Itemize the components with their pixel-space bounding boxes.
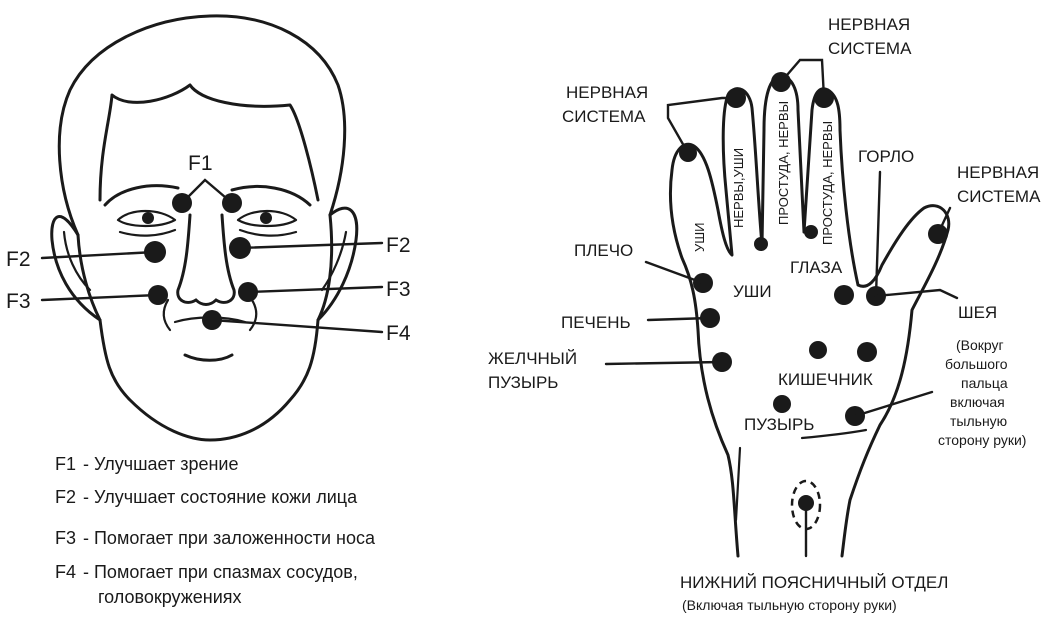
hair-outline	[57, 14, 347, 237]
face-legend: F1 - Улучшает зрение F2 - Улучшает состо…	[55, 454, 376, 607]
f3-right-label: F3	[386, 278, 411, 301]
f1-point-left	[172, 193, 192, 213]
left-eyebrow	[103, 184, 180, 207]
right-pupil	[260, 212, 272, 224]
point-eyes	[834, 285, 854, 305]
legend-f1-text: - Улучшает зрение	[83, 454, 239, 474]
around-thumb-label-3: пальца	[961, 375, 1008, 391]
throat-leader	[874, 170, 882, 298]
around-thumb-leader	[853, 390, 934, 418]
around-thumb-label-1: (Вокруг	[956, 337, 1004, 353]
legend-f4-text: - Помогает при спазмах сосудов,	[83, 562, 358, 582]
legend-f3-code: F3	[55, 528, 76, 548]
wrist-left-line	[734, 446, 742, 522]
f3-left-point	[148, 285, 168, 305]
neck-label: ШЕЯ	[958, 303, 997, 322]
f3-left-leader	[40, 293, 160, 302]
legend-f3-text: - Помогает при заложенности носа	[83, 528, 376, 548]
ears-palm-label: УШИ	[733, 282, 772, 301]
head-outline	[76, 213, 334, 442]
neck-leader	[874, 288, 959, 300]
nerve-top-label-2: СИСТЕМА	[828, 39, 912, 58]
legend-f2-code: F2	[55, 487, 76, 507]
f4-label: F4	[386, 322, 411, 345]
gallbladder-label-2: ПУЗЫРЬ	[488, 373, 558, 392]
wrist-crease	[800, 428, 868, 440]
around-thumb-label-6: сторону руки)	[938, 432, 1026, 448]
nerve-left-label-2: СИСТЕМА	[562, 107, 646, 126]
f2-right-label: F2	[386, 234, 411, 257]
middle-finger-label: ПРОСТУДА, НЕРВЫ	[776, 101, 791, 225]
nerve-left-leader	[666, 96, 738, 155]
bladder-label: ПУЗЫРЬ	[744, 415, 814, 434]
point-middle-base	[804, 225, 818, 239]
left-ear-inner	[62, 230, 92, 292]
f3-right-leader	[246, 285, 384, 294]
gallbladder-leader	[604, 360, 724, 366]
f2-left-leader	[40, 250, 157, 260]
right-ear	[316, 206, 359, 322]
around-thumb-label-2: большого	[945, 356, 1008, 372]
f2-left-label: F2	[6, 248, 31, 271]
nerve-top-leader	[779, 58, 826, 100]
lumbar-label-2: (Включая тыльную сторону руки)	[682, 597, 897, 613]
f3-left-label: F3	[6, 290, 31, 313]
f2-right-leader	[238, 241, 384, 250]
point-lumbar	[798, 495, 814, 511]
around-thumb-label-5: тыльную	[950, 413, 1007, 429]
intestine-label: КИШЕЧНИК	[778, 370, 873, 389]
left-eye	[116, 210, 177, 228]
legend-f1-code: F1	[55, 454, 76, 474]
right-eye	[236, 210, 298, 228]
hand-labels: НЕРВНАЯ СИСТЕМА НЕРВНАЯ СИСТЕМА НЕРВНАЯ …	[488, 15, 1041, 613]
f4-leader	[210, 318, 384, 334]
index-finger-label: ПРОСТУДА, НЕРВЫ	[820, 121, 835, 245]
nerve-right-label-1: НЕРВНАЯ	[957, 163, 1039, 182]
f2-left-point	[144, 241, 166, 263]
nasolabial-right	[248, 298, 258, 332]
lumbar-label-1: НИЖНИЙ ПОЯСНИЧНЫЙ ОТДЕЛ	[680, 573, 948, 592]
nerve-right-leader	[936, 206, 952, 236]
f1-label: F1	[188, 152, 213, 175]
f2-right-point	[229, 237, 251, 259]
nerve-top-label-1: НЕРВНАЯ	[828, 15, 910, 34]
legend-f4-code: F4	[55, 562, 76, 582]
shoulder-label: ПЛЕЧО	[574, 241, 633, 260]
throat-label: ГОРЛО	[858, 147, 914, 166]
left-ear	[50, 215, 102, 322]
liver-leader	[646, 316, 712, 322]
point-thumb-base-upper	[857, 342, 877, 362]
gallbladder-label-1: ЖЕЛЧНЫЙ	[488, 349, 577, 368]
right-ear-inner	[320, 230, 348, 292]
point-intestine	[809, 341, 827, 359]
nerve-right-label-2: СИСТЕМА	[957, 187, 1041, 206]
ring-finger-label: НЕРВЫ,УШИ	[731, 148, 746, 228]
around-thumb-label-4: включая	[950, 394, 1005, 410]
liver-label: ПЕЧЕНЬ	[561, 313, 631, 332]
hand-points	[679, 72, 948, 558]
face-points: F1 F2 F2 F3 F3 F4	[6, 152, 411, 345]
left-under-eye	[118, 228, 177, 237]
eyes-label: ГЛАЗА	[790, 258, 843, 277]
hand-leaders	[604, 58, 959, 418]
lower-lip	[183, 353, 234, 362]
f3-right-point	[238, 282, 258, 302]
little-finger-label: УШИ	[692, 222, 707, 252]
face-illustration	[50, 14, 359, 442]
legend-f4-continuation: головокружениях	[98, 587, 242, 607]
left-pupil	[142, 212, 154, 224]
shoulder-leader	[644, 260, 705, 285]
nose	[176, 213, 236, 306]
right-under-eye	[238, 228, 298, 237]
point-ring-base	[754, 237, 768, 251]
f4-point	[202, 310, 222, 330]
legend-f2-text: - Улучшает состояние кожи лица	[83, 487, 358, 507]
f1-leader	[180, 178, 234, 205]
f1-point-right	[222, 193, 242, 213]
right-eyebrow	[230, 185, 312, 207]
nasolabial-left	[162, 298, 172, 332]
nerve-left-label-1: НЕРВНАЯ	[566, 83, 648, 102]
point-bladder	[773, 395, 791, 413]
